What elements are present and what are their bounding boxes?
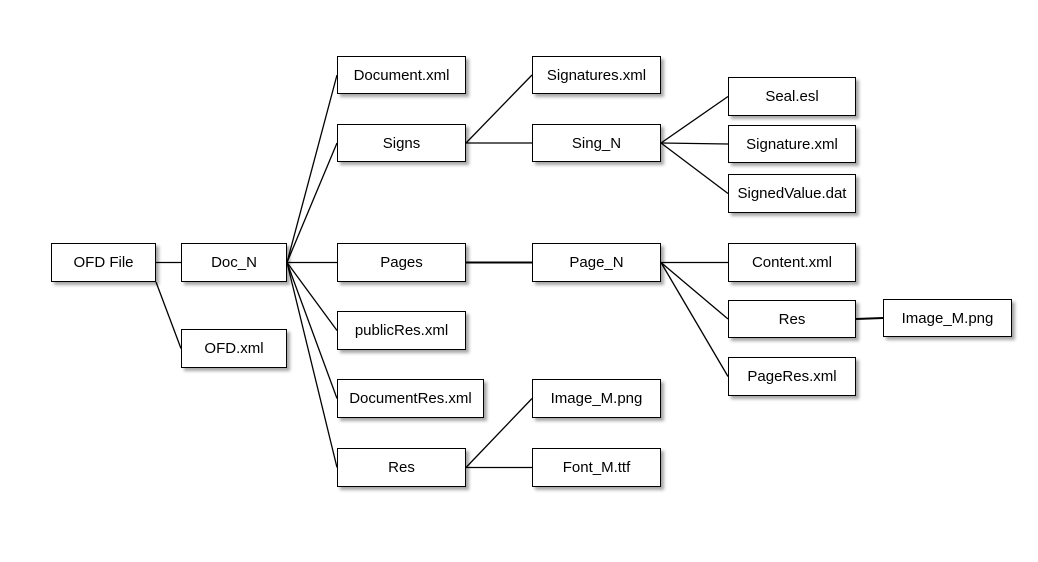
node-pages: Pages (337, 243, 466, 282)
node-seal-esl: Seal.esl (728, 77, 856, 116)
edge-sing_n-to-signed_value_dat (660, 142, 729, 195)
node-font-m-ttf: Font_M.ttf (532, 448, 661, 487)
node-document-xml: Document.xml (337, 56, 466, 94)
edge-doc_n-to-res (286, 262, 338, 468)
node-res-image-m-png: Image_M.png (532, 379, 661, 418)
node-ofd-xml: OFD.xml (181, 329, 287, 368)
node-ofd-file: OFD File (51, 243, 156, 282)
edge-ofd_file-to-ofd_xml (155, 281, 182, 349)
node-doc-n: Doc_N (181, 243, 287, 282)
edge-doc_n-to-document_res_xml (286, 262, 338, 399)
edge-sing_n-to-signature_xml (660, 142, 729, 145)
node-signedvalue-dat: SignedValue.dat (728, 174, 856, 213)
edge-sing_n-to-seal_esl (660, 95, 729, 144)
edge-doc_n-to-public_res_xml (286, 262, 338, 331)
edge-res-to-res_image (465, 398, 533, 468)
node-documentres-xml: DocumentRes.xml (337, 379, 484, 418)
edge-doc_n-to-document_xml (286, 74, 338, 263)
node-res: Res (337, 448, 466, 487)
edge-signs-to-signatures_xml (465, 74, 533, 144)
node-signs: Signs (337, 124, 466, 162)
node-page-res: Res (728, 300, 856, 338)
edge-page_n-to-page_res (660, 262, 729, 320)
edge-page_res-to-page_res_image (855, 317, 884, 320)
edge-page_n-to-page_res_xml (660, 262, 729, 377)
node-page-n: Page_N (532, 243, 661, 282)
node-signature-xml: Signature.xml (728, 125, 856, 163)
node-page-res-image-m-png: Image_M.png (883, 299, 1012, 337)
node-signatures-xml: Signatures.xml (532, 56, 661, 94)
node-publicres-xml: publicRes.xml (337, 311, 466, 350)
node-sing-n: Sing_N (532, 124, 661, 162)
node-content-xml: Content.xml (728, 243, 856, 282)
edge-doc_n-to-signs (286, 142, 338, 263)
node-pageres-xml: PageRes.xml (728, 357, 856, 396)
